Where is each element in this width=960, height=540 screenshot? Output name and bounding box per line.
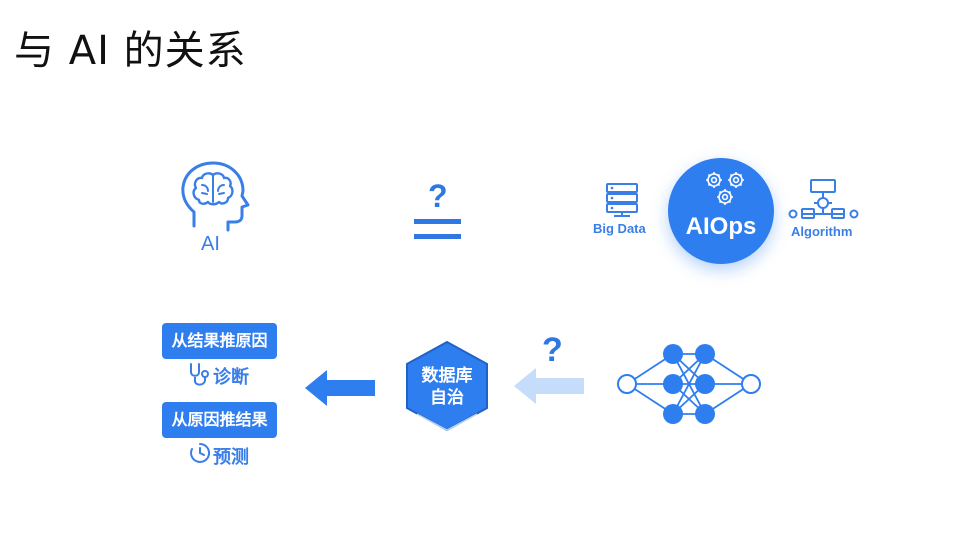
slide-title: 与 AI 的关系 [14, 28, 247, 74]
pill-cause-to-result: 从原因推结果 [162, 402, 277, 438]
flowchart-icon [788, 179, 859, 219]
diagnosis-label: 诊断 [213, 367, 249, 388]
hexagon-shape [406, 340, 488, 432]
hexagon-label: 数据库 自治 [409, 365, 485, 409]
arrow-left-light-icon [514, 368, 584, 404]
neural-network-icon [617, 344, 761, 424]
equals-icon [414, 219, 461, 239]
gears-icon [706, 172, 744, 205]
algorithm-label: Algorithm [791, 224, 853, 239]
clock-icon [190, 442, 211, 463]
brain-head-icon [181, 161, 250, 232]
hexagon-label-line2: 自治 [430, 388, 464, 408]
aiops-circle [668, 158, 774, 264]
ai-label: AI [201, 233, 220, 255]
hexagon-label-line1: 数据库 [421, 366, 473, 386]
aiops-label: AIOps [685, 213, 757, 240]
server-icon [606, 183, 638, 217]
arrow-left-icon [305, 370, 375, 406]
prediction-label: 预测 [213, 447, 249, 468]
question-mark-bottom: ? [542, 331, 563, 369]
pill-result-to-cause: 从结果推原因 [162, 323, 277, 359]
stethoscope-icon [190, 363, 209, 386]
question-mark-top: ? [428, 178, 448, 214]
big-data-label: Big Data [593, 221, 646, 236]
